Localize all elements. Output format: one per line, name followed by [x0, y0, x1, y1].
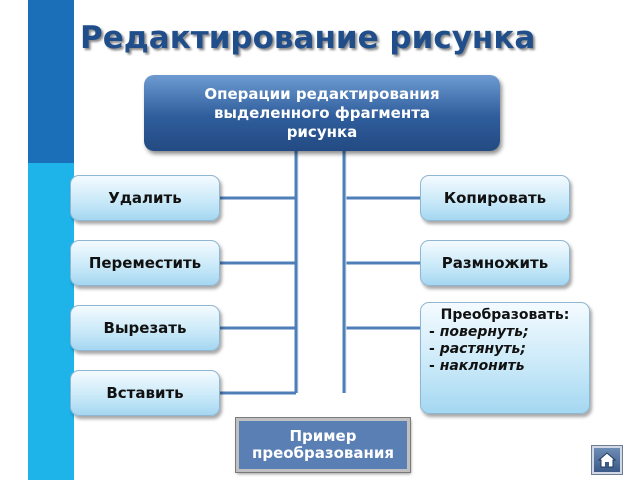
op-transform-item-stretch: - растянуть; — [429, 341, 526, 357]
page-title: Редактирование рисунка — [80, 20, 536, 56]
op-transform-item-skew: - наклонить — [429, 358, 525, 374]
op-paste: Вставить — [70, 370, 220, 416]
op-delete-label: Удалить — [108, 188, 182, 207]
root-box-edit-operations: Операции редактирования выделенного фраг… — [144, 75, 500, 151]
side-stripe-dark — [28, 0, 74, 163]
op-multiply-label: Размножить — [441, 253, 549, 272]
example-transform-button-label: Пример преобразования — [251, 427, 395, 462]
op-transform-item-rotate: - повернуть; — [429, 324, 529, 340]
op-move-label: Переместить — [88, 253, 202, 272]
op-multiply: Размножить — [420, 240, 570, 286]
example-transform-button[interactable]: Пример преобразования — [235, 417, 411, 473]
op-cut: Вырезать — [70, 305, 220, 351]
op-cut-label: Вырезать — [103, 318, 187, 337]
op-transform: Преобразовать: - повернуть; - растянуть;… — [420, 302, 590, 414]
home-button[interactable] — [591, 445, 623, 475]
op-move: Переместить — [70, 240, 220, 286]
bullet: - — [429, 341, 440, 357]
bullet: - — [429, 358, 440, 374]
root-box-label: Операции редактирования выделенного фраг… — [204, 84, 440, 141]
op-delete: Удалить — [70, 175, 220, 221]
home-icon — [597, 452, 617, 468]
bullet: - — [429, 324, 440, 340]
op-transform-title: Преобразовать: — [440, 307, 570, 323]
op-paste-label: Вставить — [106, 383, 184, 402]
op-copy: Копировать — [420, 175, 570, 221]
side-stripe-light — [28, 163, 74, 480]
op-copy-label: Копировать — [443, 188, 547, 207]
